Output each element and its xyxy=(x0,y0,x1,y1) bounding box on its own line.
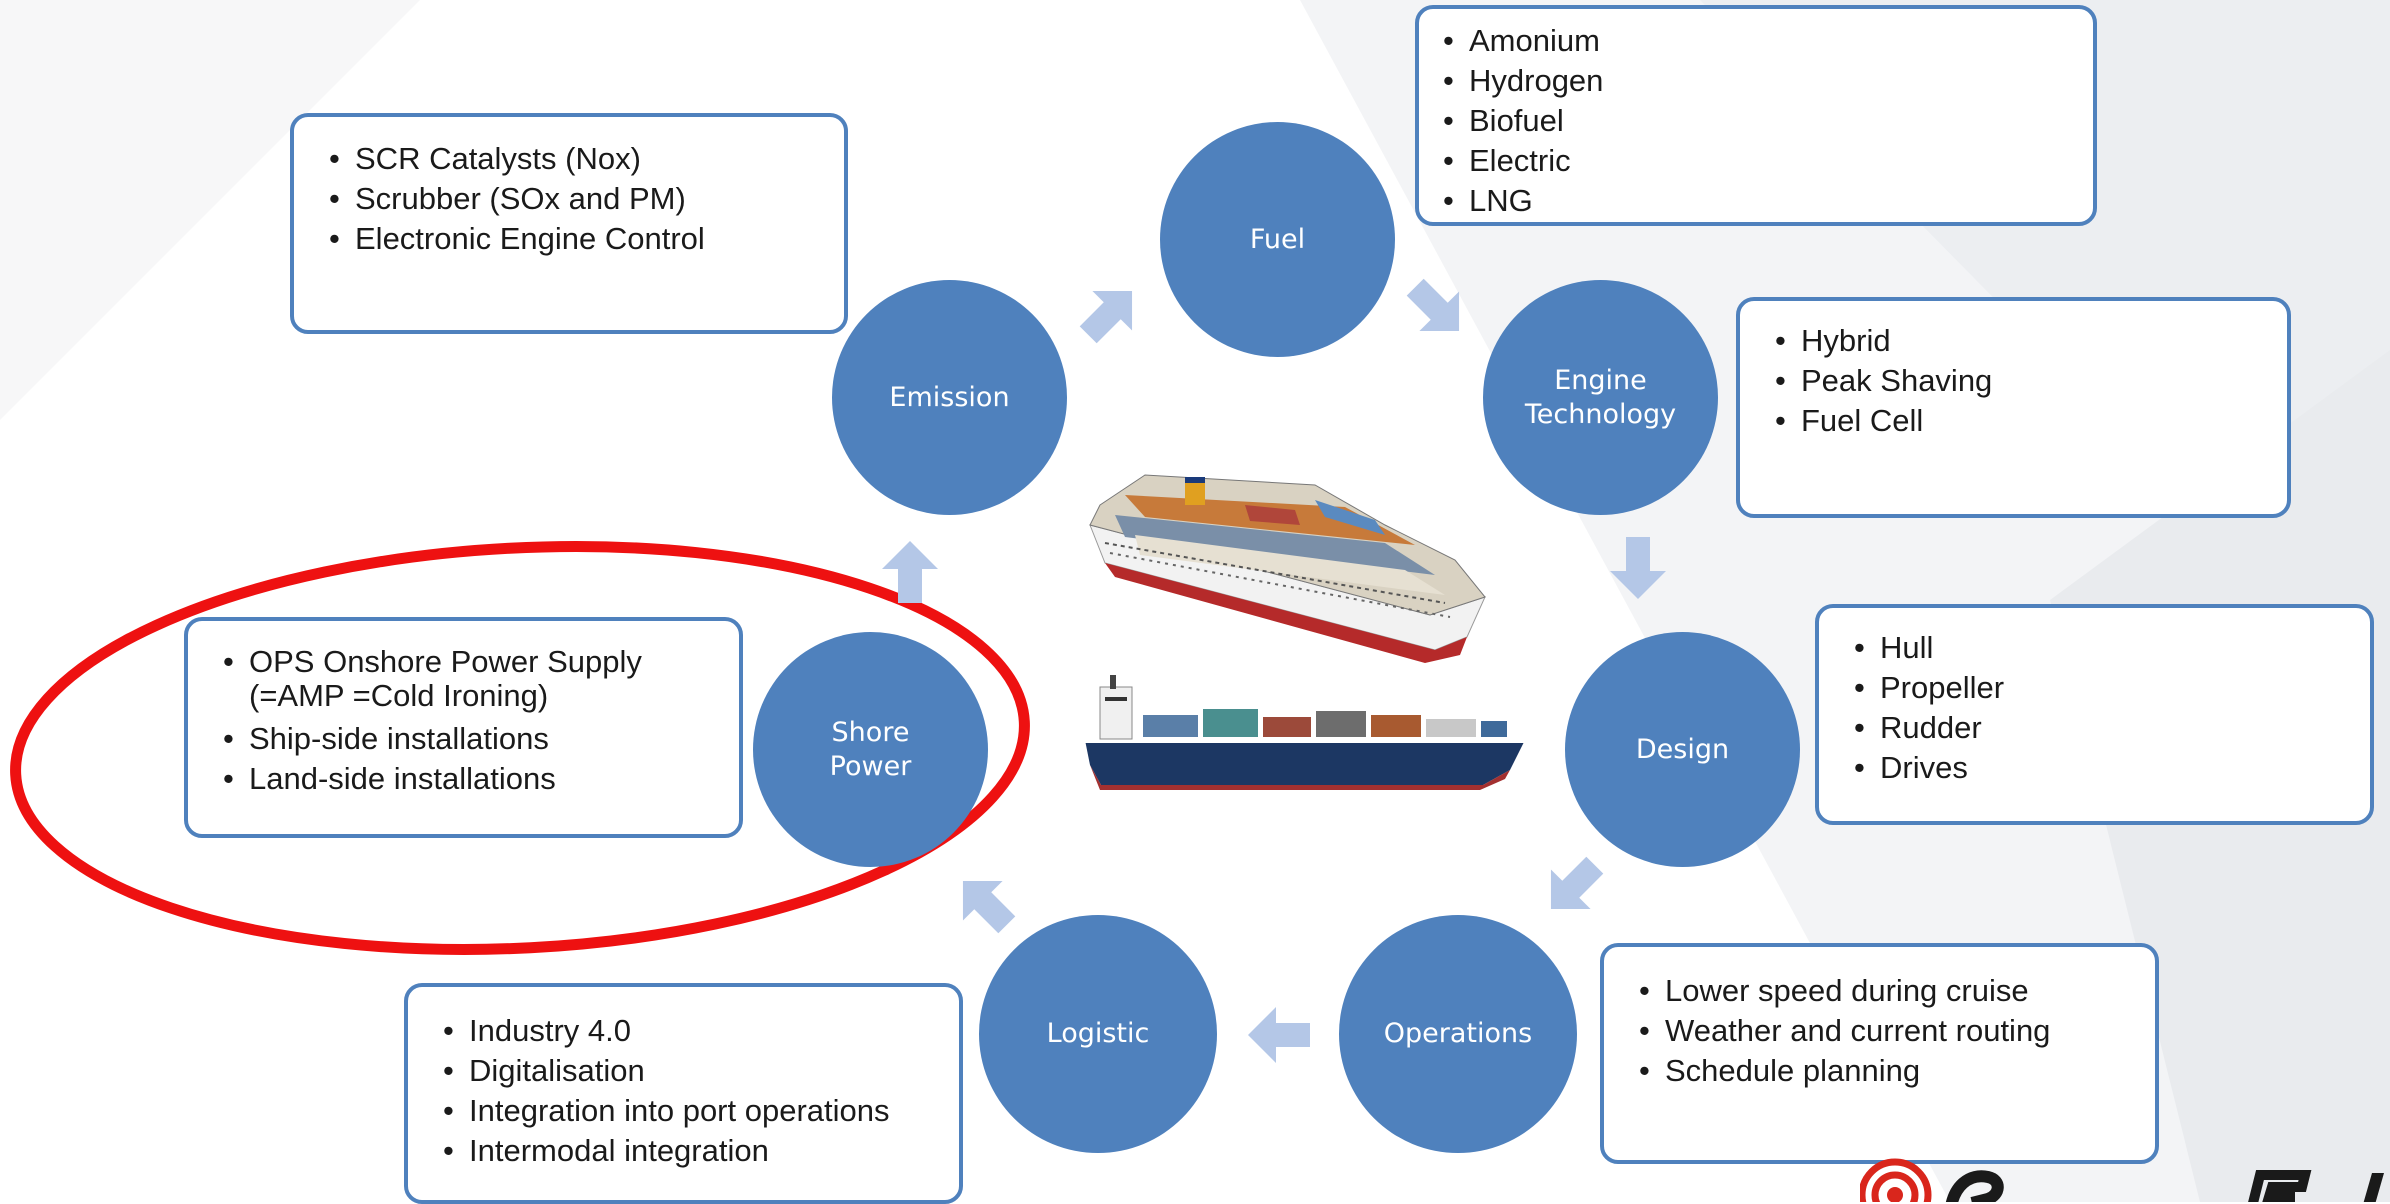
box-design-item: Rudder xyxy=(1854,708,2350,748)
box-operations-item: Schedule planning xyxy=(1639,1051,2135,1091)
box-operations-item: Lower speed during cruise xyxy=(1639,971,2135,1011)
box-shore-item: Land-side installations xyxy=(223,759,719,799)
arrow-shore-to-emission xyxy=(882,541,938,603)
node-shore-power: Shore Power xyxy=(753,632,988,867)
box-logistic-item: Integration into port operations xyxy=(443,1091,939,1131)
box-design: Hull Propeller Rudder Drives xyxy=(1815,604,2374,825)
box-shore-power: OPS Onshore Power Supply (=AMP =Cold Iro… xyxy=(184,617,743,838)
box-design-item: Drives xyxy=(1854,748,2350,788)
arrow-design-to-operations xyxy=(1550,856,1604,910)
box-logistic-item: Digitalisation xyxy=(443,1051,939,1091)
arrow-emission-to-fuel xyxy=(1079,290,1133,344)
box-engine-technology: Hybrid Peak Shaving Fuel Cell xyxy=(1736,297,2291,518)
box-fuel-item: Electric xyxy=(1443,141,2073,181)
box-fuel-item: Amonium xyxy=(1443,21,2073,61)
box-engine-item: Hybrid xyxy=(1775,321,2267,361)
box-design-item: Hull xyxy=(1854,628,2350,668)
box-operations-item: Weather and current routing xyxy=(1639,1011,2135,1051)
arrow-fuel-to-engine xyxy=(1406,278,1460,332)
cruise-ship-image xyxy=(1089,474,1486,663)
arrow-operations-to-logistic xyxy=(1248,1007,1310,1063)
spiral-logo-icon xyxy=(1860,1158,2384,1202)
box-engine-item: Peak Shaving xyxy=(1775,361,2267,401)
node-engine-technology: Engine Technology xyxy=(1483,280,1718,515)
box-emission-item: Electronic Engine Control xyxy=(329,219,824,259)
box-logistic-item: Industry 4.0 xyxy=(443,1011,939,1051)
box-emission-item: SCR Catalysts (Nox) xyxy=(329,139,824,179)
node-logistic: Logistic xyxy=(979,915,1217,1153)
logo xyxy=(1860,1155,2390,1202)
box-emission-item: Scrubber (SOx and PM) xyxy=(329,179,824,219)
arrow-logistic-to-shore xyxy=(962,880,1016,934)
box-emission: SCR Catalysts (Nox) Scrubber (SOx and PM… xyxy=(290,113,848,334)
box-shore-item: Ship-side installations xyxy=(223,719,719,759)
box-design-item: Propeller xyxy=(1854,668,2350,708)
box-shore-item: OPS Onshore Power Supply (=AMP =Cold Iro… xyxy=(223,645,719,713)
box-operations: Lower speed during cruise Weather and cu… xyxy=(1600,943,2159,1164)
arrow-engine-to-design xyxy=(1610,537,1666,599)
node-emission: Emission xyxy=(832,280,1067,515)
node-design: Design xyxy=(1565,632,1800,867)
box-logistic: Industry 4.0 Digitalisation Integration … xyxy=(404,983,963,1204)
box-engine-item: Fuel Cell xyxy=(1775,401,2267,441)
node-operations: Operations xyxy=(1339,915,1577,1153)
box-logistic-item: Intermodal integration xyxy=(443,1131,939,1171)
box-fuel-item: LNG xyxy=(1443,181,2073,221)
container-ship-image xyxy=(1085,675,1525,790)
box-fuel: Amonium Hydrogen Biofuel Electric LNG xyxy=(1415,5,2097,226)
box-fuel-item: Biofuel xyxy=(1443,101,2073,141)
box-fuel-item: Hydrogen xyxy=(1443,61,2073,101)
node-fuel: Fuel xyxy=(1160,122,1395,357)
